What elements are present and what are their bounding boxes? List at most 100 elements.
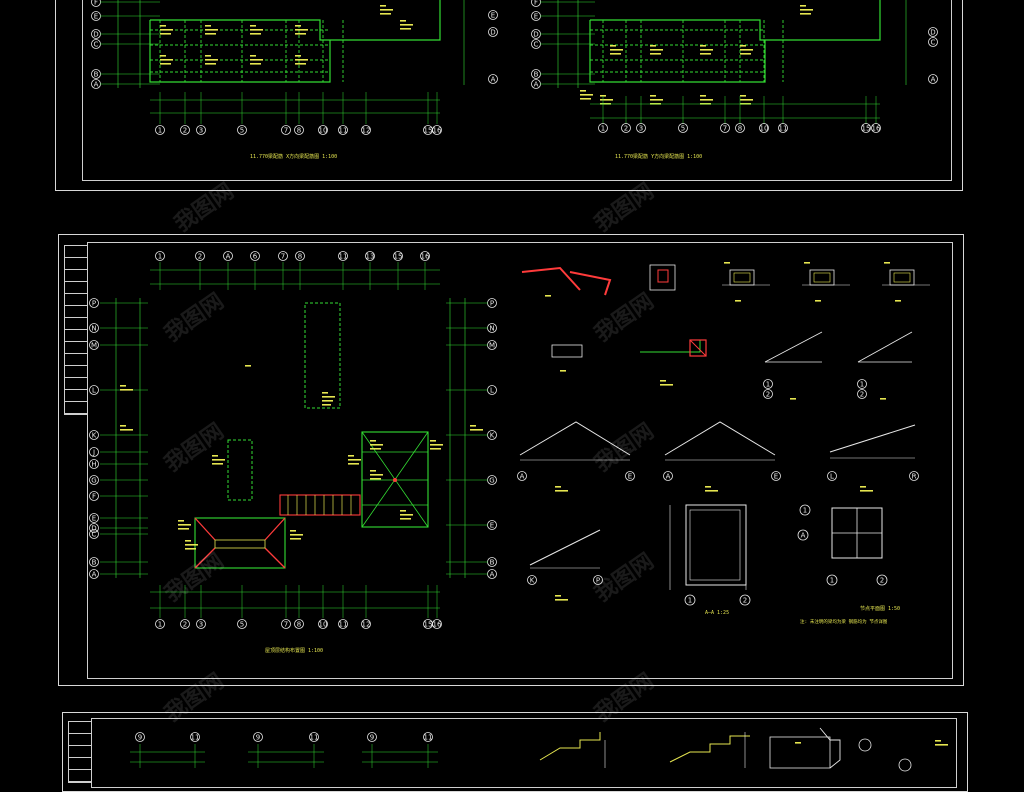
axis-label: 7 (723, 124, 727, 132)
axis-label: 11 (339, 620, 348, 628)
axis-bubble (663, 471, 673, 481)
rebar-annotation (295, 29, 308, 31)
axis-label: A (666, 472, 671, 480)
axis-label: 11 (424, 733, 433, 741)
axis-bubble (826, 574, 838, 586)
axis-label: 7 (284, 620, 288, 628)
rebar-annotation (700, 45, 706, 47)
rebar-annotation (740, 49, 753, 51)
rebar-annotation (470, 429, 483, 431)
rebar-annotation (380, 9, 393, 11)
axis-label: P (596, 576, 600, 584)
axis-label: 8 (297, 126, 301, 134)
axis-label: H (91, 460, 96, 468)
axis-bubble (281, 619, 291, 629)
axis-bubble (237, 125, 247, 135)
axis-label: A (94, 80, 99, 88)
rebar-annotation (800, 9, 813, 11)
axis-label: N (91, 324, 96, 332)
axis-bubble (420, 251, 430, 261)
rebar-annotation (380, 5, 386, 7)
axis-bubble (89, 523, 99, 533)
rebar-annotation (120, 425, 126, 427)
axis-bubble (180, 619, 190, 629)
axis-label: D (533, 30, 538, 38)
rebar-annotation (555, 490, 568, 492)
axis-bubble (598, 123, 608, 133)
axis-label: 1 (158, 126, 162, 134)
axis-label: 5 (240, 620, 244, 628)
axis-bubble (720, 123, 730, 133)
rebar-annotation (740, 99, 753, 101)
axis-label: E (628, 472, 632, 480)
axis-bubble (89, 491, 99, 501)
axis-label: M (489, 341, 495, 349)
axis-label: 1 (803, 506, 807, 514)
stair-detail (819, 727, 841, 769)
axis-label: A (490, 570, 495, 578)
axis-bubble (295, 251, 305, 261)
axis-label: J (92, 448, 95, 456)
axis-label: 11 (339, 252, 348, 260)
axis-bubble (338, 619, 348, 629)
rebar-annotation (560, 370, 566, 372)
axis-bubble (678, 123, 688, 133)
drawing-rect (657, 269, 669, 283)
rebar-annotation (610, 49, 623, 51)
axis-label: 10 (319, 620, 328, 628)
axis-label: A (491, 75, 496, 83)
axis-label: 1 (158, 252, 162, 260)
building-outline (589, 20, 766, 83)
drawing-rect (689, 509, 741, 581)
axis-bubble (318, 619, 328, 629)
axis-bubble (857, 379, 867, 389)
rebar-annotation (160, 55, 166, 57)
node-plan-caption: 节点平面图 1:50 (860, 606, 900, 612)
axis-label: A (226, 252, 231, 260)
axis-label: K (490, 431, 495, 439)
axis-label: B (94, 70, 99, 78)
axis-bubble (797, 529, 809, 541)
rebar-annotation (322, 404, 331, 406)
axis-bubble (338, 251, 348, 261)
axis-bubble (928, 27, 938, 37)
axis-bubble (318, 125, 328, 135)
rebar-annotation (935, 744, 948, 746)
axis-bubble (861, 123, 871, 133)
rebar-annotation (740, 95, 746, 97)
axis-bubble (196, 619, 206, 629)
axis-label: C (931, 38, 936, 46)
rebar-annotation (370, 448, 381, 450)
axis-label: C (92, 530, 97, 538)
axis-label: 12 (362, 620, 371, 628)
axis-label: 9 (370, 733, 374, 741)
axis-label: 1 (860, 380, 864, 388)
rebar-annotation (705, 490, 718, 492)
axis-bubble (294, 125, 304, 135)
axis-bubble (294, 619, 304, 629)
rebar-annotation (880, 398, 886, 400)
rebar-annotation (348, 459, 361, 461)
drawing-rect (733, 272, 751, 283)
axis-label: 2 (198, 252, 202, 260)
axis-label: E (490, 521, 494, 529)
rebar-annotation (185, 540, 191, 542)
rebar-annotation (800, 13, 811, 15)
axis-label: 2 (860, 390, 864, 398)
axis-label: A (534, 80, 539, 88)
rebar-annotation (884, 262, 890, 264)
axis-label: 9 (256, 733, 260, 741)
axis-bubble (799, 504, 811, 516)
rebar-annotation (740, 45, 746, 47)
rebar-annotation (600, 99, 613, 101)
axis-label: 2 (183, 126, 187, 134)
rebar-annotation (205, 59, 218, 61)
axis-bubble (253, 732, 263, 742)
axis-bubble (488, 10, 498, 20)
rebar-annotation (295, 59, 308, 61)
axis-label: M (91, 341, 97, 349)
rebar-annotation (370, 440, 376, 442)
rebar-annotation (555, 595, 561, 597)
axis-bubble (928, 37, 938, 47)
axis-label: 1 (688, 596, 692, 604)
